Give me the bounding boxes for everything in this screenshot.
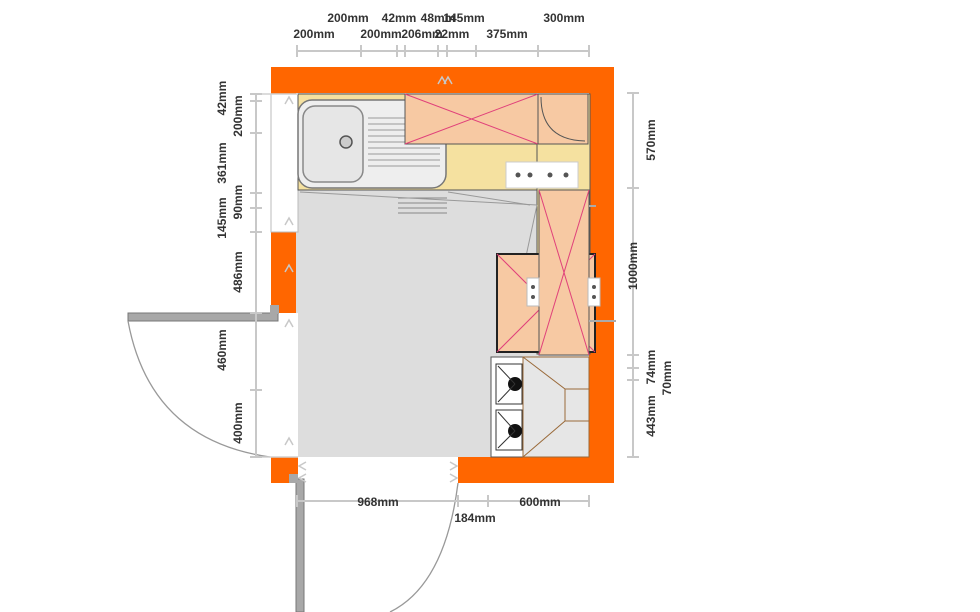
dim-left-361: 361mm — [215, 142, 229, 183]
sink-drain — [339, 135, 353, 149]
dimension-lines — [250, 45, 639, 507]
dim-right-443: 443mm — [644, 395, 658, 436]
dim-left-90: 90mm — [231, 185, 245, 220]
dimension-labels-bottom: 968mm 184mm 600mm — [357, 495, 560, 525]
dim-left-42: 42mm — [215, 81, 229, 116]
wall-cabinet-top — [404, 93, 539, 145]
dim-left-460: 460mm — [215, 329, 229, 370]
dim-top-1a: 200mm — [327, 11, 368, 25]
dim-right-70: 70mm — [660, 361, 674, 396]
tall-cabinet-right — [538, 189, 590, 356]
dim-top-2a: 200mm — [293, 27, 334, 41]
socket-icon — [505, 161, 579, 189]
dim-top-2c: 206mm — [401, 27, 442, 41]
left-door-opening — [271, 313, 298, 457]
dimension-labels-left: 42mm 200mm 361mm 90mm 145mm 486mm 460mm … — [215, 81, 245, 444]
dim-bottom-600: 600mm — [519, 495, 560, 509]
dim-right-74: 74mm — [644, 350, 658, 385]
dimension-labels-right: 570mm 1000mm 74mm 70mm 443mm — [626, 119, 674, 436]
dimension-labels-top: 200mm 42mm 48mm 145mm 300mm 200mm 200mm … — [293, 11, 584, 41]
socket-pair-icon — [526, 277, 601, 307]
dim-top-1b: 42mm — [382, 11, 417, 25]
dim-right-570: 570mm — [644, 119, 658, 160]
dim-left-200: 200mm — [231, 95, 245, 136]
dim-right-1000: 1000mm — [626, 242, 640, 290]
dim-top-1e: 300mm — [543, 11, 584, 25]
dim-bottom-184: 184mm — [454, 511, 495, 525]
dim-left-486: 486mm — [231, 251, 245, 292]
dim-left-400: 400mm — [231, 402, 245, 443]
dim-top-2e: 375mm — [486, 27, 527, 41]
dim-top-1d: 145mm — [443, 11, 484, 25]
dim-top-1c: 48mm — [421, 11, 456, 25]
corner-hood — [522, 356, 590, 458]
arrow-markers — [284, 75, 459, 483]
sink-bowl — [302, 105, 364, 183]
corner-cabinet — [537, 93, 589, 145]
dim-bottom-968: 968mm — [357, 495, 398, 509]
door-swing-left — [127, 305, 279, 458]
dim-left-145: 145mm — [215, 197, 229, 238]
hob-icon — [490, 356, 524, 458]
dim-top-2b: 200mm — [360, 27, 401, 41]
dim-top-2d: 22mm — [435, 27, 470, 41]
pipe-stubs — [589, 205, 616, 322]
left-window — [270, 93, 299, 233]
bottom-door-opening — [298, 457, 458, 483]
